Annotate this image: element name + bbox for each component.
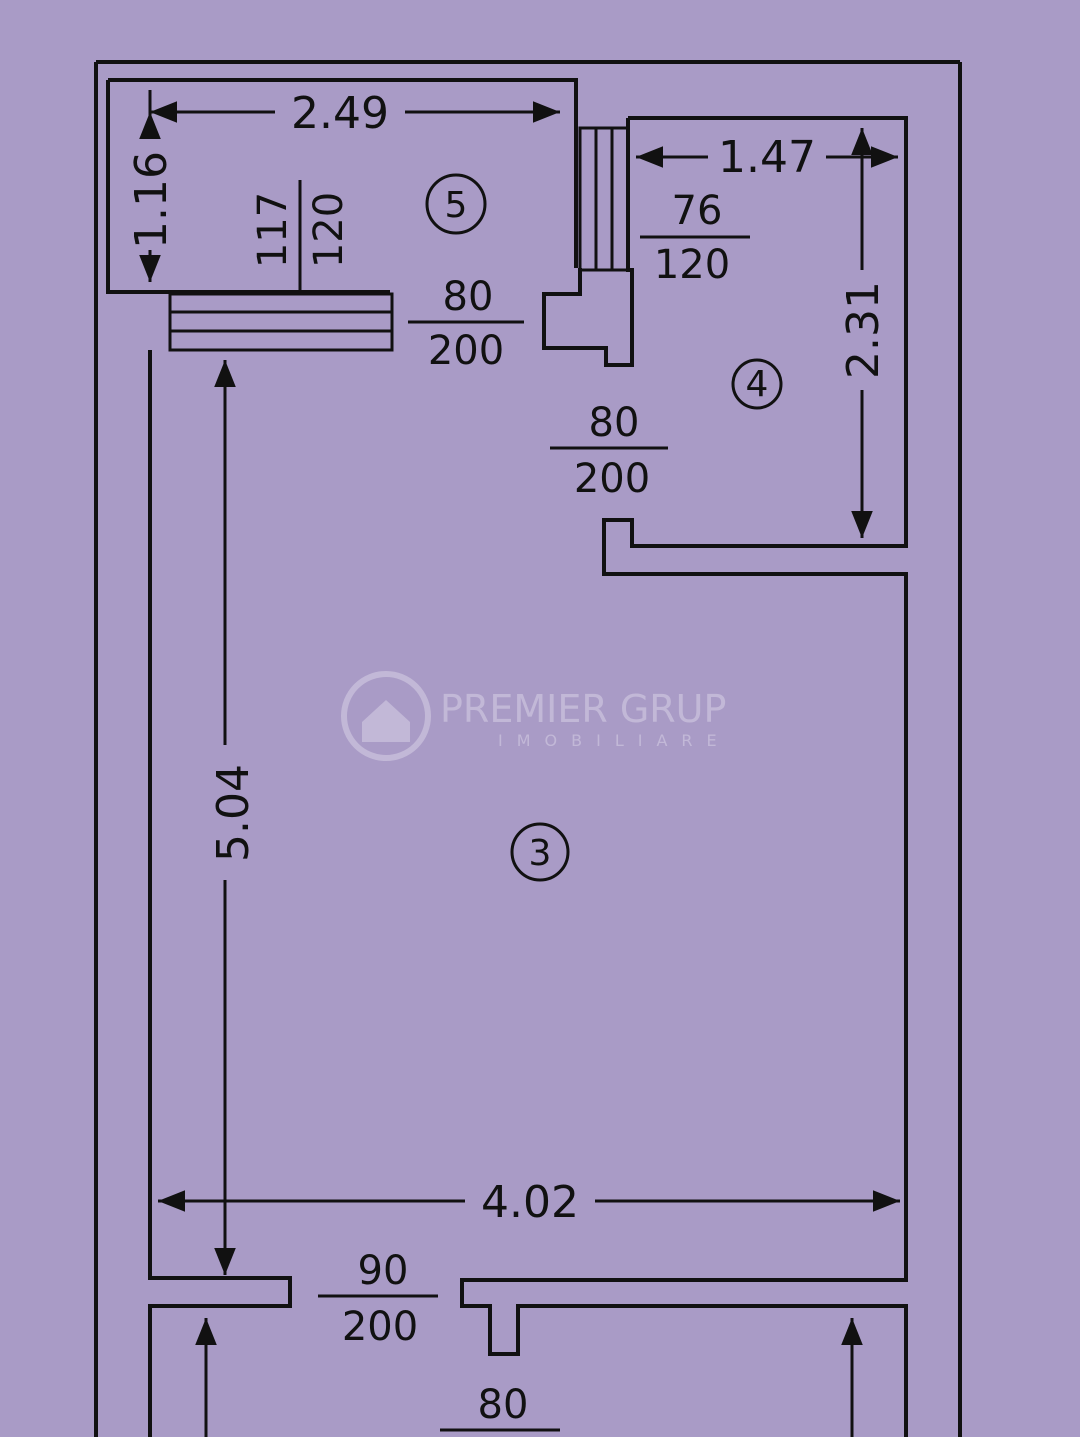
house-logo-icon: [341, 671, 431, 761]
window-4-label: 76 120: [640, 188, 750, 288]
dim-2-49-label: 2.49: [291, 88, 389, 139]
window-room-4-frame: [578, 126, 630, 272]
window-5-height: 120: [306, 192, 352, 268]
svg-text:3: 3: [529, 833, 552, 874]
door-5-label: 80 200: [408, 274, 524, 374]
door-4-label: 80 200: [550, 400, 668, 502]
dim-1-47: 1.47: [636, 132, 898, 183]
dim-1-16: 1.16: [126, 112, 177, 282]
window-4-height: 120: [654, 242, 730, 288]
door-5-height: 200: [428, 328, 504, 374]
door-4-width: 80: [589, 400, 640, 446]
dim-2-31: 2.31: [838, 128, 889, 538]
room-5-number: 5: [425, 173, 487, 235]
watermark: PREMIER GRUP IMOBILIARE: [341, 671, 731, 761]
dim-2-49: 2.49: [148, 88, 560, 139]
bottom-door-label: 80: [440, 1382, 560, 1432]
room-4-walls: [460, 116, 908, 1437]
dim-4-02-label: 4.02: [481, 1177, 579, 1228]
entry-door-width: 90: [358, 1248, 409, 1294]
window-4-width: 76: [672, 188, 723, 234]
house-icon: [362, 700, 410, 742]
entry-door-label: 90 200: [318, 1248, 438, 1350]
dim-5-04-label: 5.04: [208, 764, 259, 862]
watermark-sub: IMOBILIARE: [498, 731, 731, 750]
dim-2-31-label: 2.31: [838, 281, 889, 379]
watermark-brand: PREMIER GRUP: [440, 687, 726, 731]
dim-1-16-label: 1.16: [126, 151, 177, 249]
outer-walls: [94, 60, 962, 1437]
door-5-width: 80: [443, 274, 494, 320]
room-4-number: 4: [731, 358, 783, 410]
room-5-walls: [106, 78, 578, 1437]
bottom-door-width: 80: [478, 1382, 529, 1428]
window-5-label: 117 120: [250, 180, 352, 290]
svg-text:5: 5: [445, 185, 468, 226]
dim-4-02: 4.02: [158, 1177, 900, 1228]
bottom-dim-arrows: [195, 1318, 863, 1437]
svg-text:4: 4: [746, 364, 769, 405]
dim-5-04: 5.04: [208, 360, 259, 1275]
door-4-height: 200: [574, 456, 650, 502]
dim-1-47-label: 1.47: [718, 132, 816, 183]
door-5-frame: [168, 292, 394, 352]
entry-door-height: 200: [342, 1304, 418, 1350]
window-5-width: 117: [250, 192, 296, 268]
room-3-number: 3: [510, 822, 570, 882]
